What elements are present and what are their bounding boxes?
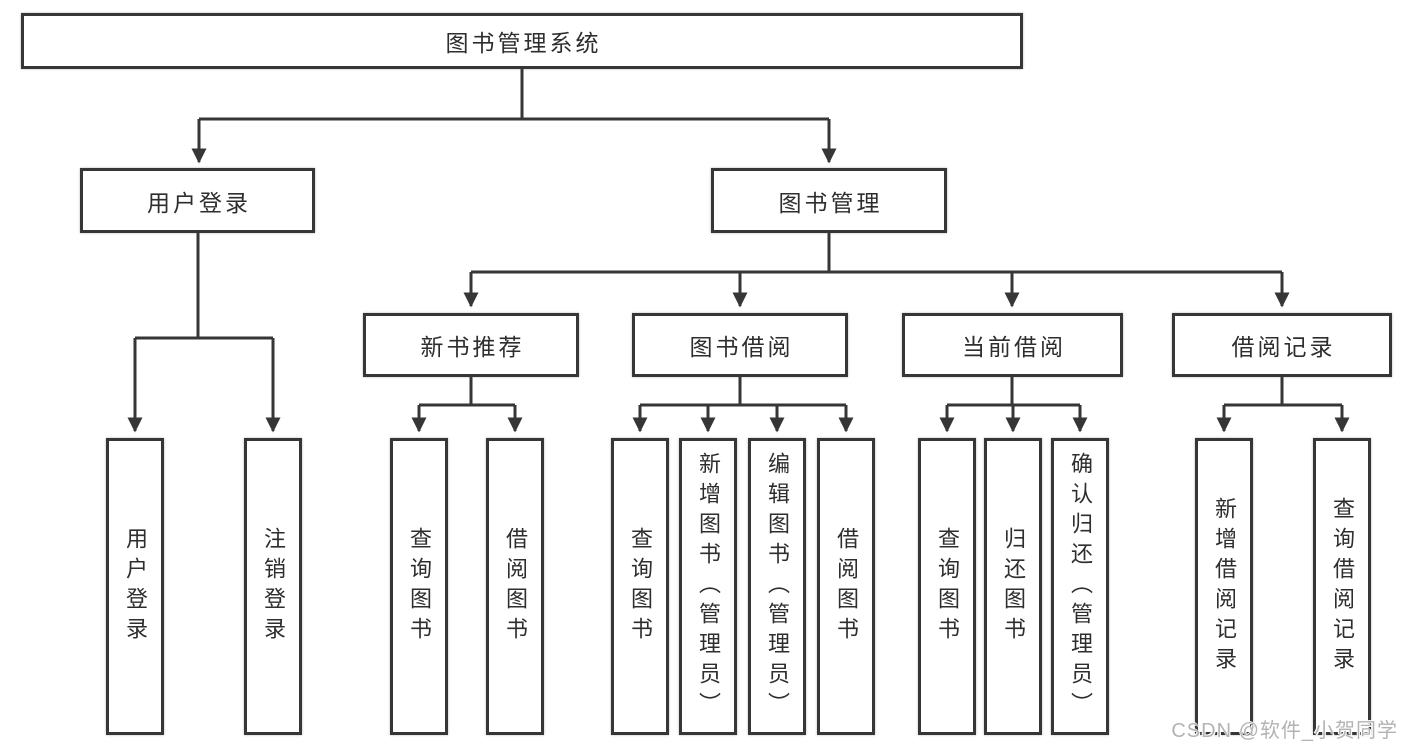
node-library-system: 图书管理系统: [21, 13, 1023, 69]
leaf-query-borrow-record: 查询借阅记录: [1313, 438, 1371, 735]
leaf-return-books: 归还图书: [984, 438, 1042, 735]
leaf-add-borrow-record: 新增借阅记录: [1195, 438, 1253, 735]
node-new-book-recommend: 新书推荐: [363, 313, 579, 377]
watermark: CSDN @软件_小贺同学: [1171, 720, 1398, 742]
node-borrowing-records: 借阅记录: [1172, 313, 1392, 377]
node-book-management: 图书管理: [711, 168, 947, 233]
leaf-query-books-borrowing: 查询图书: [611, 438, 669, 735]
leaf-add-books-admin: 新增图书（管理员）: [679, 438, 737, 735]
leaf-logout: 注销登录: [244, 438, 302, 735]
leaf-query-books-recommend: 查询图书: [390, 438, 448, 735]
node-book-borrowing: 图书借阅: [632, 313, 848, 377]
leaf-confirm-return-admin: 确认归还（管理员）: [1051, 438, 1109, 735]
leaf-user-login: 用户登录: [106, 438, 164, 735]
node-user-login: 用户登录: [80, 168, 315, 233]
node-current-borrowing: 当前借阅: [902, 313, 1123, 377]
leaf-borrow-books-borrowing: 借阅图书: [817, 438, 875, 735]
leaf-query-books-current: 查询图书: [918, 438, 976, 735]
leaf-edit-books-admin: 编辑图书（管理员）: [748, 438, 806, 735]
leaf-borrow-books-recommend: 借阅图书: [486, 438, 544, 735]
